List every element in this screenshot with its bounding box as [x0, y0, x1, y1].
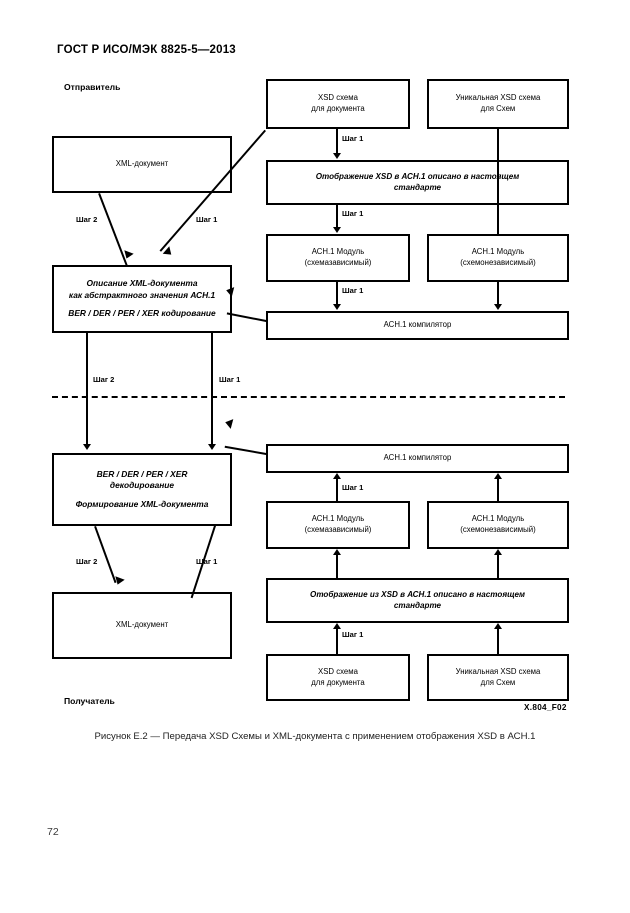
arrowhead-down: [333, 304, 341, 310]
box-line: для документа: [311, 677, 365, 687]
box-line: Уникальная XSD схема: [455, 666, 541, 676]
figure-caption: Рисунок Е.2 — Передача XSD Схемы и XML-д…: [94, 731, 536, 742]
box-line: (схемонезависимый): [460, 525, 536, 534]
box-line: АСН.1 Модуль: [311, 514, 365, 524]
box-asn1-module-schema-dependent-receiver: АСН.1 Модуль (схемазависимый): [266, 501, 410, 549]
box-asn1-module-schema-dependent-sender: АСН.1 Модуль (схемазависимый): [266, 234, 410, 282]
label-sender: Отправитель: [64, 82, 121, 92]
divider-dashed: [52, 396, 565, 398]
step-label: Шаг 1: [342, 134, 364, 143]
figure-reference-label: X.804_F02: [524, 703, 567, 712]
box-line: Уникальная XSD схема: [455, 93, 541, 103]
arrowhead-up: [333, 623, 341, 629]
box-mapping-xsd-to-asn1-receiver: Отображение из XSD в АСН.1 описано в нас…: [266, 578, 569, 623]
step-label: Шаг 1: [342, 286, 364, 295]
box-line: для документа: [311, 104, 365, 113]
step-label: Шаг 1: [196, 215, 218, 224]
arrowhead-up: [333, 473, 341, 479]
box-line: декодирование: [109, 480, 175, 491]
box-xml-document-receiver: XML-документ: [52, 592, 232, 659]
box-xml-document-sender: XML-документ: [52, 136, 232, 193]
box-xsd-schema-unique-sender: Уникальная XSD схема для Схем: [427, 79, 569, 129]
box-line: стандарте: [393, 600, 442, 610]
step-label: Шаг 2: [93, 375, 115, 384]
step-label: Шаг 1: [342, 630, 364, 639]
box-line: АСН.1 компилятор: [383, 453, 452, 463]
page-header: ГОСТ Р ИСО/МЭК 8825-5—2013: [57, 44, 236, 56]
rail-left-step2: [86, 333, 88, 397]
arrowhead-diagonal-decoding: [223, 417, 234, 429]
arrowhead-down: [208, 444, 216, 450]
box-line: BER / DER / PER / XER кодирование: [68, 308, 216, 319]
box-line: XML-документ: [115, 159, 169, 169]
box-line: для Схем: [480, 104, 516, 113]
rail-left-step2-lower: [86, 397, 88, 447]
box-xsd-schema-document-receiver: XSD схема для документа: [266, 654, 410, 701]
arrowhead-up: [333, 549, 341, 555]
arrowhead-diagonal: [162, 246, 175, 259]
box-line: Описание XML-документа: [86, 278, 198, 289]
box-line: АСН.1 Модуль: [311, 247, 365, 257]
box-line: АСН.1 Модуль: [471, 247, 525, 257]
box-line: (схемонезависимый): [460, 258, 536, 267]
box-asn1-compiler-sender: АСН.1 компилятор: [266, 311, 569, 340]
box-encoding-description-sender: Описание XML-документа как абстрактного …: [52, 265, 232, 333]
label-receiver: Получатель: [64, 696, 115, 706]
rail-left-step1: [211, 333, 213, 397]
step-label: Шаг 2: [76, 215, 98, 224]
box-asn1-module-schema-independent-receiver: АСН.1 Модуль (схемонезависимый): [427, 501, 569, 549]
box-line: Формирование XML-документа: [75, 498, 209, 509]
step-label: Шаг 1: [196, 557, 218, 566]
box-line: (схемазависимый): [304, 258, 372, 267]
connector-mapping-to-module: [336, 205, 338, 228]
connector-module-to-compiler-left-lower: [336, 479, 338, 501]
page-number: 72: [47, 826, 59, 838]
arrowhead-down: [333, 227, 341, 233]
box-line: АСН.1 компилятор: [383, 320, 452, 330]
box-line: для Схем: [480, 677, 516, 687]
connector-unique-schema-down: [497, 129, 499, 234]
rail-left-step1-lower: [211, 397, 213, 447]
arrowhead-down: [494, 304, 502, 310]
box-xsd-schema-unique-receiver: Уникальная XSD схема для Схем: [427, 654, 569, 701]
connector-unique-schema-to-mapping-lower: [497, 629, 499, 655]
step-label: Шаг 1: [219, 375, 241, 384]
connector-diagonal-step2-lower: [94, 526, 117, 584]
connector-module-to-compiler-left: [336, 282, 338, 305]
step-label: Шаг 1: [342, 209, 364, 218]
box-asn1-compiler-receiver: АСН.1 компилятор: [266, 444, 569, 473]
box-line: BER / DER / PER / XER: [96, 468, 188, 479]
connector-diagonal-compiler-to-encoding: [226, 312, 267, 322]
box-line: XSD схема: [318, 93, 358, 103]
step-label: Шаг 2: [76, 557, 98, 566]
box-line: стандарте: [393, 182, 442, 192]
arrowhead-up: [494, 549, 502, 555]
arrowhead-up: [494, 473, 502, 479]
arrowhead-down: [333, 153, 341, 159]
connector-mapping-to-module-lower: [336, 555, 338, 579]
box-decoding-description-receiver: BER / DER / PER / XER декодирование Форм…: [52, 453, 232, 526]
box-line: XML-документ: [115, 620, 169, 630]
connector-schema-to-mapping: [336, 129, 338, 154]
box-line: Отображение из XSD в АСН.1 описано в нас…: [310, 589, 525, 599]
arrowhead-up: [494, 623, 502, 629]
connector-unique-schema-up: [497, 555, 499, 579]
step-label: Шаг 1: [342, 483, 364, 492]
connector-module-to-compiler-right-lower: [497, 479, 499, 501]
box-xsd-schema-document-sender: XSD схема для документа: [266, 79, 410, 129]
connector-schema-to-mapping-lower: [336, 629, 338, 655]
connector-module-to-compiler-right: [497, 282, 499, 305]
box-line: (схемазависимый): [304, 525, 372, 534]
arrowhead-down: [83, 444, 91, 450]
box-mapping-xsd-to-asn1-sender: Отображение XSD в АСН.1 описано в настоя…: [266, 160, 569, 205]
box-line: Отображение XSD в АСН.1 описано в настоя…: [315, 171, 520, 181]
box-line: АСН.1 Модуль: [471, 514, 525, 524]
arrowhead-diagonal-step2-lower: [112, 576, 125, 587]
box-line: XSD схема: [318, 666, 358, 676]
box-asn1-module-schema-independent-sender: АСН.1 Модуль (схемонезависимый): [427, 234, 569, 282]
arrowhead-diagonal-compiler: [224, 285, 235, 297]
box-line: как абстрактного значения АСН.1: [68, 289, 216, 300]
